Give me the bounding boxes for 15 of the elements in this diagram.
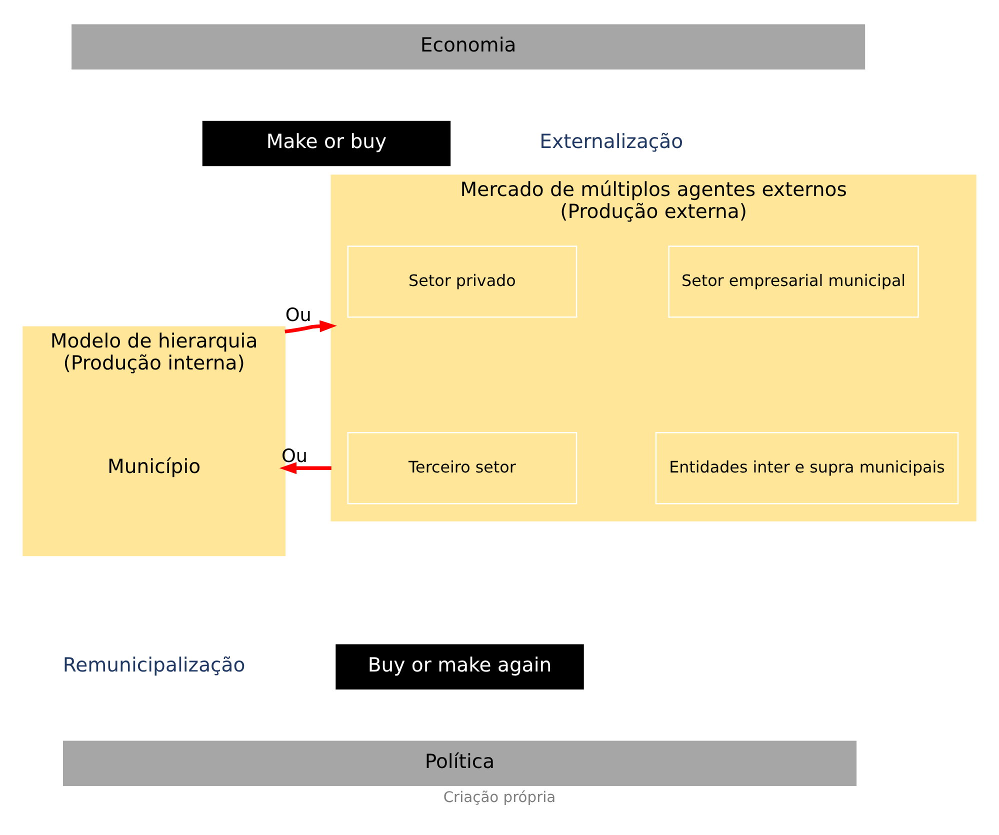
edge-label: Ou [285, 304, 312, 326]
node-box: Buy or make again [336, 644, 584, 689]
node-box: Economia [72, 24, 866, 70]
arrow [279, 462, 332, 474]
node-box: Setor empresarial municipal [668, 245, 919, 318]
node-text: Município [108, 454, 201, 478]
arrow [284, 320, 337, 333]
node-box: Terceiro setor [347, 432, 578, 504]
label: Remunicipalização [62, 652, 246, 676]
node-box: Política [62, 740, 857, 786]
node-box: Entidades inter e supra municipais [655, 432, 959, 504]
node-box: Make or buy [202, 120, 451, 166]
label: Externalização [540, 130, 684, 153]
node-box: Setor privado [347, 245, 578, 318]
caption: Criação própria [443, 788, 556, 806]
